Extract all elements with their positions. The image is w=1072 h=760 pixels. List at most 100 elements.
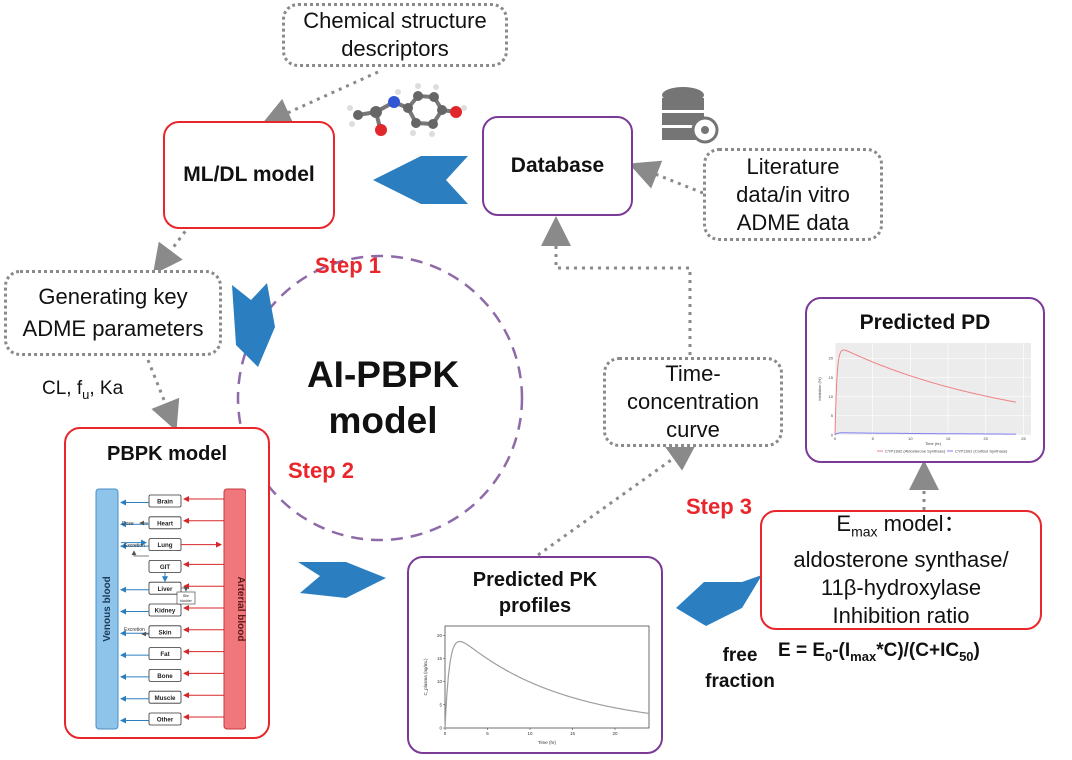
step-3-label: Step 3 — [686, 494, 753, 519]
organ-label-other: Other — [157, 717, 174, 724]
pk-ytick: 5 — [439, 702, 442, 707]
pk-xtick: 15 — [570, 731, 576, 736]
center-title: AI-PBPK model — [300, 352, 466, 444]
param-cl: CL, f — [42, 378, 83, 399]
pk-xtick: 20 — [612, 731, 618, 736]
venous-blood-bar — [95, 488, 119, 730]
venous-blood-label: Venous blood — [102, 576, 113, 642]
pd-ytick: 15 — [829, 375, 834, 380]
bile-label-line2: bladder — [180, 599, 193, 603]
arrow-chem-to-ml — [261, 70, 379, 127]
bile-label-line1: Bile — [183, 594, 189, 598]
pbpk-model-title: PBPK model — [106, 443, 228, 465]
param-ka: , Ka — [89, 378, 124, 399]
pd-ytick: 10 — [829, 394, 834, 399]
pd-series-cortisol — [834, 432, 1016, 436]
generating-line2: ADME parameters — [22, 316, 204, 341]
arrow-time-to-database — [541, 216, 692, 355]
excretion-label-1: Excretion — [124, 543, 145, 549]
eq-part2: -(I — [832, 640, 851, 661]
database-box: Database — [482, 116, 633, 216]
free-fraction-line1: free — [722, 645, 758, 666]
arrow-pk-to-time — [537, 441, 698, 557]
eq-part1: E = E — [778, 640, 825, 661]
pd-ytick: 0 — [831, 432, 834, 437]
chemical-descriptors-box: Chemical structure descriptors — [282, 3, 508, 67]
blue-chevron-pbpk-to-pk — [298, 562, 386, 598]
chemical-descriptors-line2: descriptors — [341, 36, 449, 61]
time-concentration-box: Time- concentration curve — [603, 357, 783, 447]
emax-line4: Inhibition ratio — [832, 602, 970, 628]
molecule-icon — [347, 83, 467, 137]
pd-legend1: CYP11B2 (Aldosterone Synthase) — [885, 449, 946, 454]
organ-label-liver: Liver — [158, 586, 173, 593]
organ-list: BrainHeartLungGITLiverKidneySkinFatBoneM… — [120, 494, 224, 726]
database-label: Database — [510, 154, 605, 177]
pk-series-line — [444, 640, 650, 729]
pd-xticks: 0 5 10 15 20 25 — [834, 436, 1027, 441]
blue-chevron-db-to-ml — [373, 156, 468, 204]
predicted-pk-title: Predicted PK profiles — [409, 567, 661, 619]
eq-sub2: max — [850, 648, 877, 664]
chemical-descriptors-line1: Chemical structure — [303, 8, 487, 33]
pk-xtick: 10 — [527, 731, 533, 736]
pk-xtick: 5 — [486, 731, 489, 736]
organ-box-bone — [148, 668, 182, 682]
emax-line2: aldosterone synthase/ — [793, 546, 1009, 572]
pk-ylabel: C_plasma (ng/mL) — [423, 658, 428, 696]
pk-ytick: 0 — [439, 726, 442, 731]
literature-line2: data/in vitro — [736, 181, 850, 207]
pd-grid — [834, 343, 1031, 436]
center-title-line2: model — [328, 400, 438, 441]
predicted-pd-title: Predicted PD — [859, 311, 991, 334]
time-line1: Time- — [665, 361, 721, 386]
literature-line3: ADME data — [736, 209, 850, 235]
param-fu-sub: u — [82, 386, 90, 402]
emax-equation: E = E0-(Imax*C)/(C+IC50) — [778, 640, 980, 664]
organ-box-muscle — [148, 690, 182, 704]
generating-line1: Generating key — [38, 284, 188, 309]
pk-ytick: 10 — [437, 679, 443, 684]
arrow-ml-to-generating — [152, 224, 192, 275]
organ-box-brain — [148, 494, 182, 508]
liver-to-bile-arrow — [181, 587, 189, 592]
pd-xtick: 0 — [834, 436, 837, 441]
organ-label-bone: Bone — [157, 673, 173, 680]
time-line2: concentration — [626, 389, 760, 414]
arterial-blood-label: Arterial blood — [235, 576, 246, 641]
emax-e: E — [836, 511, 852, 537]
pk-xlabel: Time (hr) — [538, 740, 557, 745]
pbpk-model-box: PBPK model Venous blood Arterial blood B… — [64, 427, 270, 739]
pd-xtick: 5 — [872, 436, 875, 441]
dose-label: Dose — [122, 521, 134, 527]
pd-xtick: 25 — [1021, 436, 1026, 441]
predicted-pk-title-line2: profiles — [498, 595, 572, 617]
arrow-literature-to-database — [628, 160, 704, 195]
eq-part3: *C)/(C+IC — [876, 640, 960, 661]
predicted-pk-title-line1: Predicted PK — [472, 569, 598, 591]
emax-sub: max — [851, 523, 878, 540]
literature-box: Literature data/in vitro ADME data — [703, 148, 883, 241]
pd-xtick: 20 — [984, 436, 989, 441]
eq-sub3: 50 — [959, 648, 974, 664]
step-1-label: Step 1 — [315, 253, 382, 278]
organ-label-kidney: Kidney — [155, 608, 176, 615]
pd-ylabel: Inhibition (%) — [817, 377, 822, 401]
pd-legend2: CYP11B1 (Cortisol Synthase) — [955, 449, 1008, 454]
pk-ytick: 15 — [437, 656, 443, 661]
pk-plot-frame — [444, 625, 650, 729]
literature-line1: Literature — [746, 153, 840, 179]
pd-xtick: 10 — [908, 436, 913, 441]
emax-line3: 11β-hydroxylase — [820, 574, 982, 600]
pd-xtick: 15 — [946, 436, 951, 441]
emax-suffix: model： — [877, 511, 966, 537]
blue-chevron-pk-to-emax — [676, 575, 762, 626]
organ-label-muscle: Muscle — [155, 695, 177, 702]
